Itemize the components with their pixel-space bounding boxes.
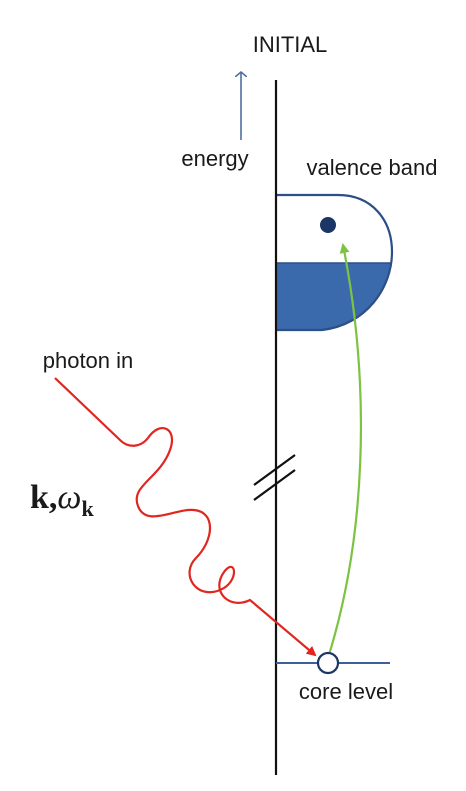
photon-wave	[54, 377, 317, 657]
valence-band-outline	[276, 193, 394, 332]
title-initial: INITIAL	[253, 32, 328, 57]
transition-arrow	[326, 243, 363, 659]
photon-omega-subscript: k	[81, 496, 94, 521]
core-hole	[316, 651, 340, 675]
valence-band-label: valence band	[307, 155, 438, 180]
core-level-label: core level	[299, 679, 393, 704]
photon-wavevector-label: k,ωk	[30, 479, 94, 521]
electron-dot	[320, 217, 336, 233]
photon-omega-symbol: ω	[57, 479, 81, 516]
energy-label: energy	[181, 146, 248, 171]
valence-band	[276, 193, 394, 332]
axis-break-marks	[253, 454, 296, 501]
photon-comma: ,	[49, 479, 58, 516]
photon-in-label: photon in	[43, 348, 134, 373]
photon-k-symbol: k	[30, 479, 49, 516]
